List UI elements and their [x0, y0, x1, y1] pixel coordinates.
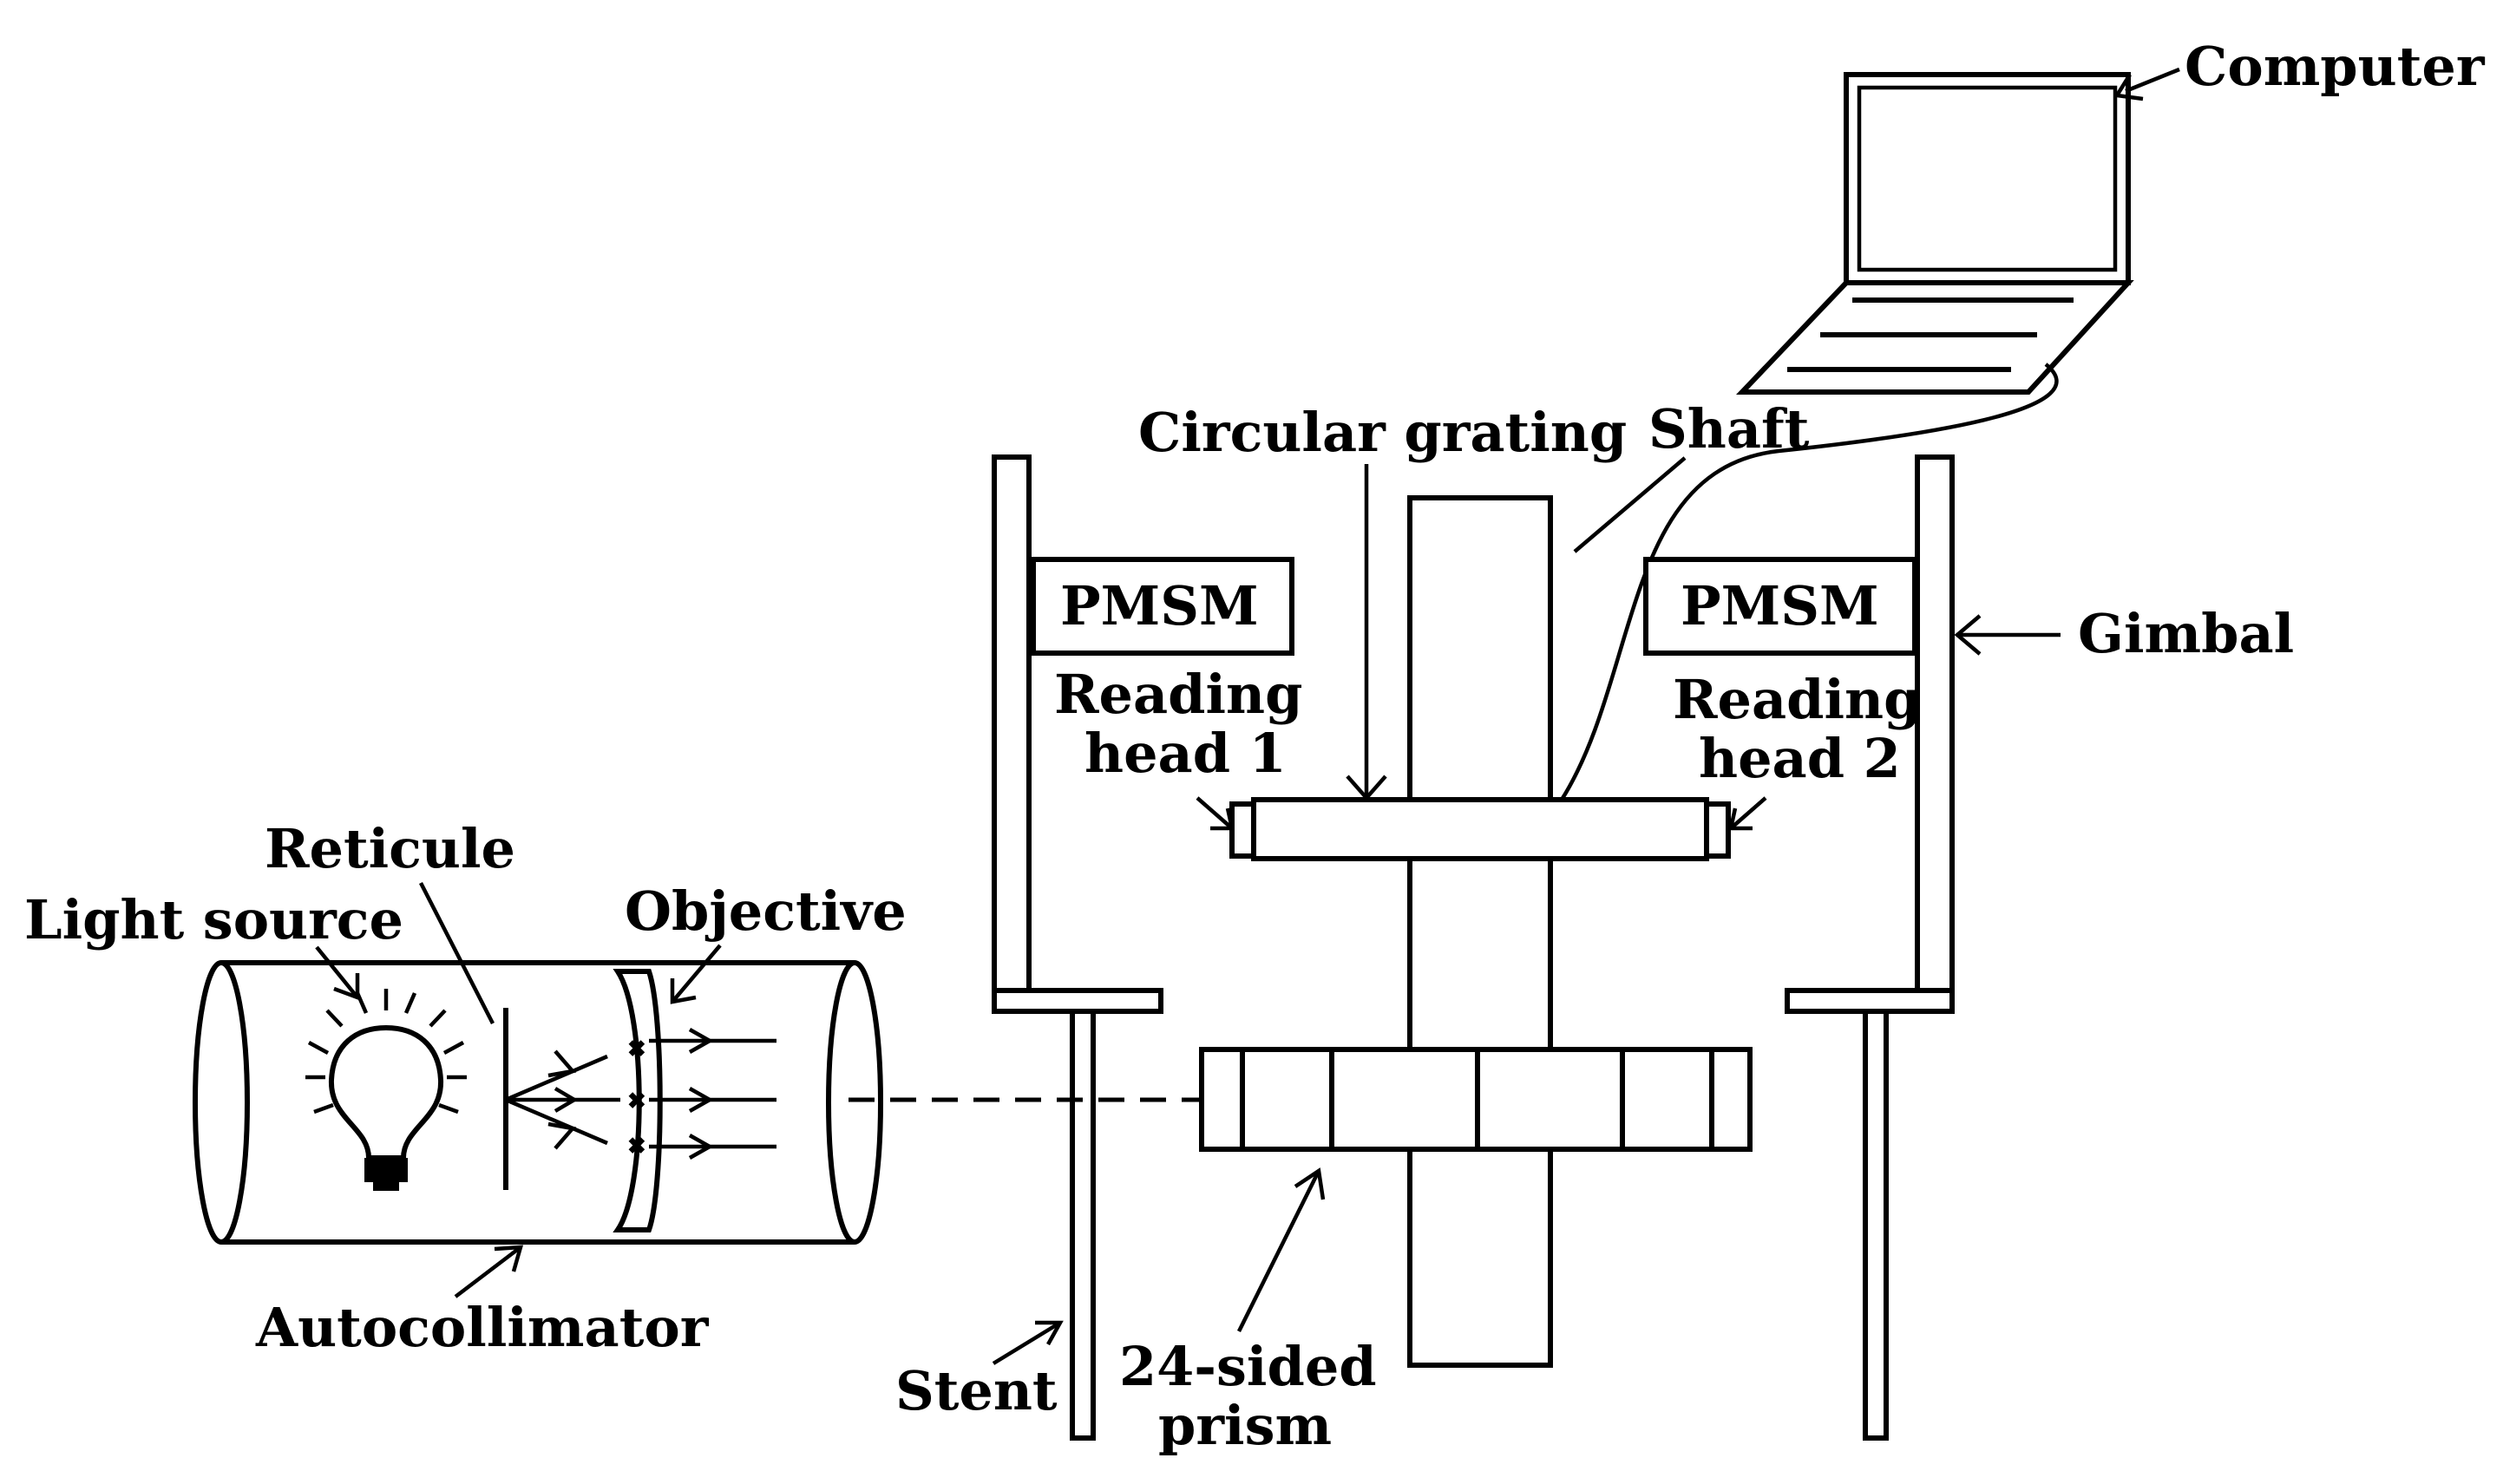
- circular-grating-label: Circular grating: [1138, 401, 1627, 464]
- objective-pointer-line: [671, 944, 722, 1003]
- reading-head-1-label-line2: head 1: [1084, 722, 1287, 785]
- ray: [505, 1097, 608, 1146]
- autocollimator: [193, 960, 883, 1245]
- reading-head-2-label-line1: Reading: [1673, 668, 1921, 731]
- objective-label: Objective: [625, 879, 907, 943]
- light-ray: [325, 1009, 344, 1028]
- laptop-screen-outer: [1844, 72, 2131, 285]
- light-source-label: Light source: [24, 888, 403, 951]
- ray-arrowhead: [547, 1121, 577, 1150]
- data-cable: [1560, 363, 2059, 801]
- output-ray-arrowhead: [688, 1028, 714, 1054]
- right-gimbal-platform: [1785, 988, 1955, 1014]
- pmsm-left-label: PMSM: [1060, 574, 1259, 637]
- prism-pointer-arrowhead: [1294, 1167, 1326, 1200]
- right-gimbal-upright: [1915, 454, 1955, 993]
- light-ray: [307, 1041, 330, 1055]
- prism-label-line1: 24-sided: [1119, 1335, 1377, 1398]
- autocollimator-pointer-line: [454, 1245, 522, 1298]
- reading-head-2-pointer-line: [1729, 796, 1767, 830]
- bulb-glass: [328, 1024, 444, 1160]
- lens-focus-mark: ✖: [627, 1088, 646, 1115]
- left-stent: [1070, 1009, 1096, 1441]
- light-ray: [403, 992, 417, 1014]
- objective-pointer-arrowhead: [670, 978, 697, 1004]
- prism-24-sided: [1199, 1047, 1753, 1152]
- light-source-pointer-arrowhead: [333, 973, 360, 1001]
- light-ray: [313, 1102, 334, 1115]
- reading-head-1: [1229, 801, 1256, 859]
- lens-focus-mark: ✖: [627, 1134, 646, 1160]
- laptop-screen-inner: [1857, 85, 2118, 272]
- ray: [505, 1054, 608, 1102]
- light-bulb-icon: [305, 989, 467, 1191]
- bulb-base: [364, 1158, 408, 1182]
- autocollimator-label: Autocollimator: [255, 1296, 710, 1359]
- autocollimator-left-end: [193, 960, 250, 1245]
- stent-pointer-arrowhead: [1035, 1320, 1064, 1346]
- output-ray-arrowhead: [688, 1134, 714, 1160]
- shaft-label: Shaft: [1648, 397, 1810, 461]
- circular-grating: [1251, 797, 1709, 861]
- laptop-computer: [1736, 72, 2134, 395]
- stent-pointer-line: [992, 1321, 1062, 1365]
- reading-head-1-pointer-line: [1196, 796, 1234, 830]
- light-source-pointer-line: [315, 945, 359, 999]
- light-ray: [442, 1041, 465, 1055]
- ray-arrowhead: [547, 1049, 577, 1078]
- shaft-pointer-line: [1573, 456, 1687, 553]
- reading-head-1-pointer-arrowhead: [1210, 807, 1235, 831]
- prism-pointer-line: [1236, 1169, 1321, 1333]
- reticule-pointer-line: [418, 881, 495, 1025]
- reading-head-2-pointer-arrowhead: [1728, 807, 1753, 831]
- gimbal-label: Gimbal: [2078, 602, 2294, 665]
- gimbal-pointer-arrowhead: [1954, 614, 1982, 656]
- autocollimator-right-end: [826, 960, 883, 1245]
- left-gimbal-platform: [992, 988, 1163, 1014]
- computer-pointer-arrowhead: [2113, 73, 2144, 101]
- optical-rays: [505, 1049, 620, 1150]
- reading-head-1-label-line1: Reading: [1054, 663, 1302, 726]
- objective-lens-body: [613, 969, 663, 1232]
- left-gimbal-stand: [992, 454, 1163, 1441]
- left-gimbal-upright: [992, 454, 1032, 993]
- stent-label: Stent: [895, 1359, 1058, 1422]
- output-ray-arrowhead: [688, 1087, 714, 1113]
- ray-arrowhead: [554, 1087, 579, 1113]
- right-gimbal-stand: [1785, 454, 1955, 1441]
- shaft: [1407, 495, 1553, 1368]
- computer-label: Computer: [2185, 35, 2486, 98]
- reading-head-2-label-line2: head 2: [1699, 727, 1901, 790]
- pmsm-left-box: [1031, 557, 1294, 656]
- light-ray: [429, 1009, 447, 1028]
- bulb-tip: [373, 1180, 399, 1191]
- pmsm-right-box: [1643, 557, 1917, 656]
- grating-pointer-arrowhead: [1346, 775, 1387, 801]
- reticule-label: Reticule: [265, 817, 515, 880]
- laptop-keyboard-base: [1736, 280, 2134, 395]
- prism-label-line2: prism: [1158, 1394, 1332, 1457]
- computer-pointer-line: [2125, 67, 2180, 94]
- right-stent: [1863, 1009, 1889, 1441]
- objective-lens: ✖ ✖ ✖: [613, 969, 663, 1232]
- reading-head-2: [1704, 801, 1731, 859]
- lens-focus-mark: ✖: [627, 1036, 646, 1062]
- collimated-rays: [649, 1028, 776, 1160]
- pmsm-right-label: PMSM: [1681, 574, 1879, 637]
- light-ray: [438, 1102, 459, 1115]
- autocollimator-pointer-arrowhead: [494, 1245, 524, 1272]
